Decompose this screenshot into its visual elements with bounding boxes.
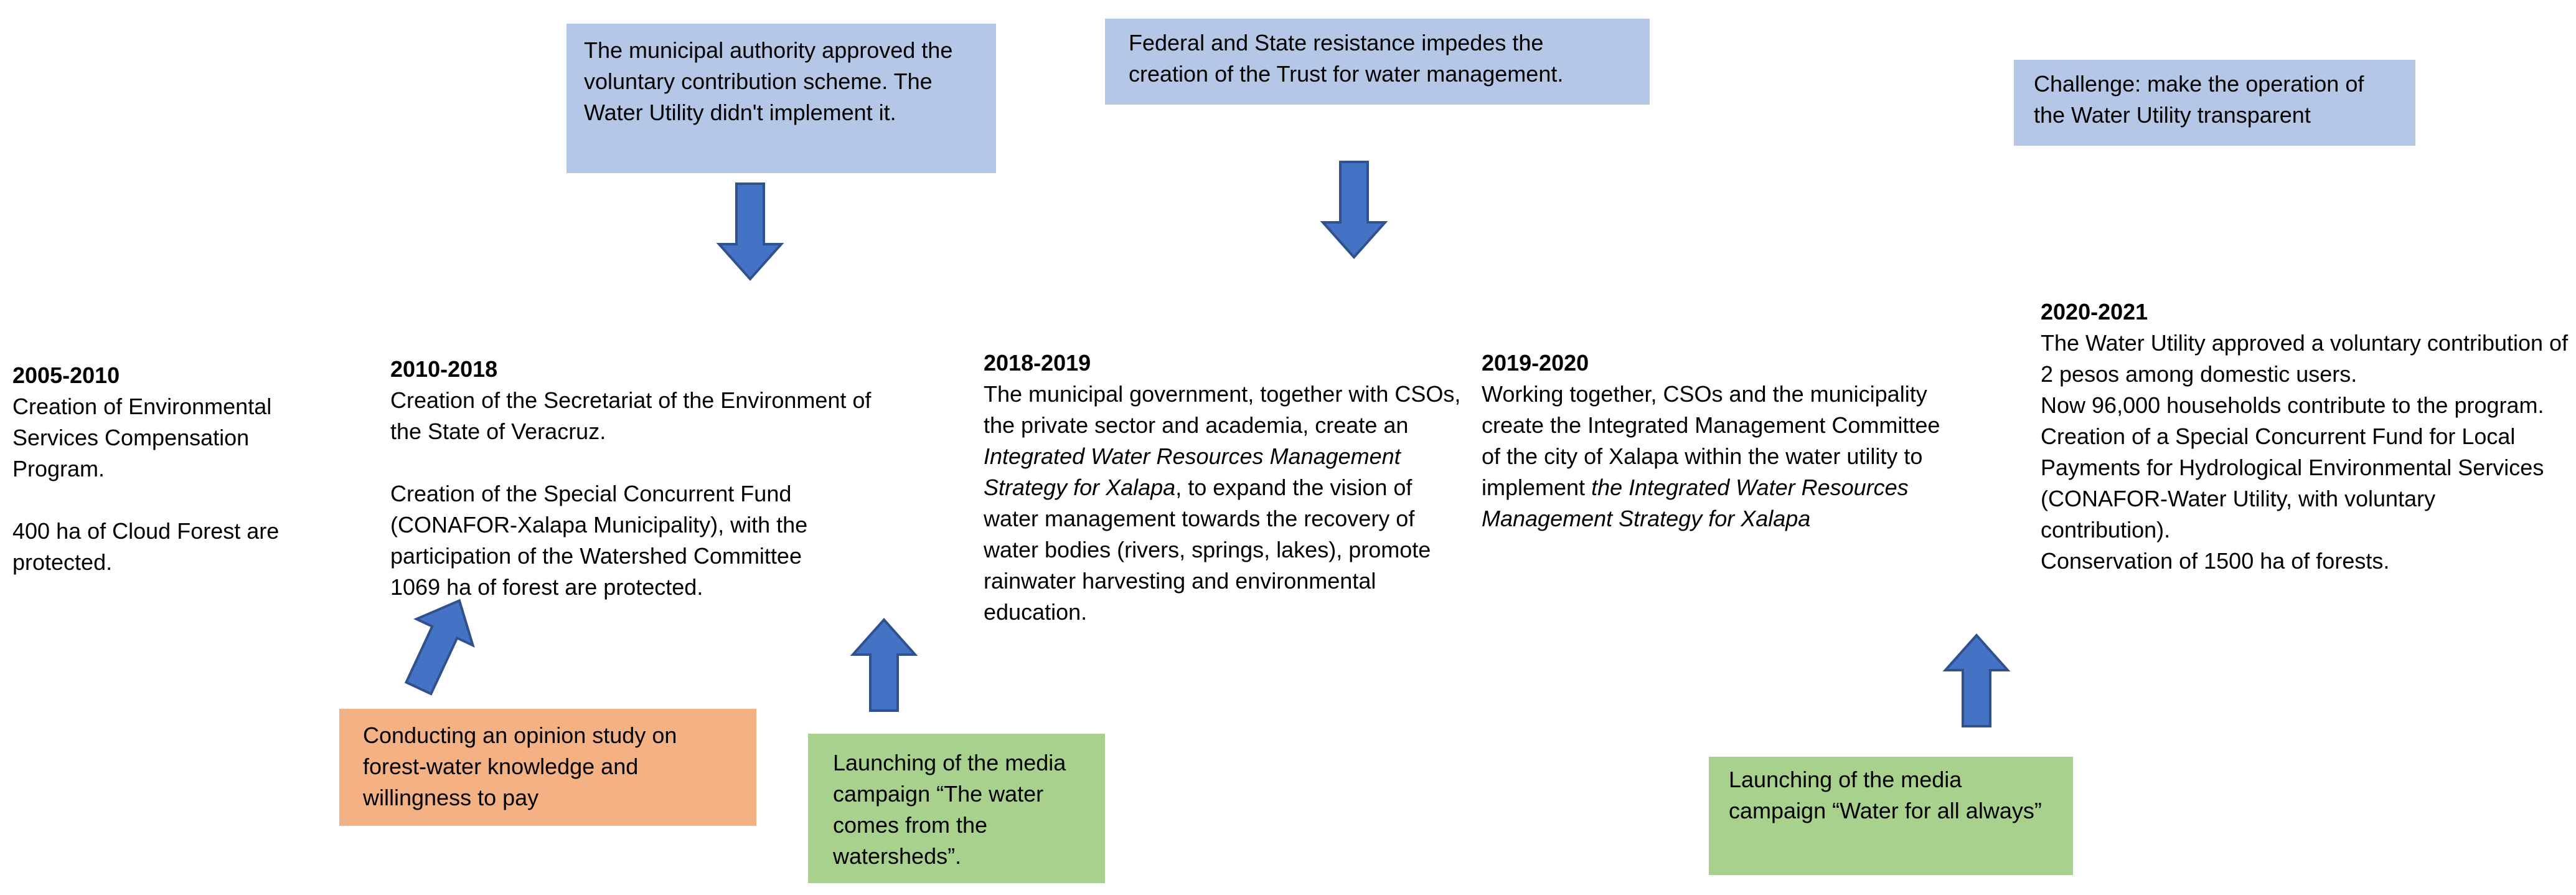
note-challenge: Challenge: make the operation of the Wat… — [2014, 60, 2415, 146]
timeline-period-2005-2010: 2005-2010 Creation of Environmental Serv… — [12, 360, 305, 578]
timeline-period-2019-2020: 2019-2020 Working together, CSOs and the… — [1482, 348, 1955, 534]
note-challenge-text: Challenge: make the operation of the Wat… — [2034, 71, 2364, 128]
up-arrow-icon — [1942, 633, 2011, 727]
timeline-period-2018-2019: 2018-2019 The municipal government, toge… — [984, 348, 1463, 628]
period-year: 2018-2019 — [984, 350, 1091, 376]
note-media-campaign-water-for-all: Launching of the media campaign “Water f… — [1709, 757, 2073, 875]
timeline-period-2020-2021: 2020-2021 The Water Utility approved a v… — [2041, 296, 2570, 577]
period-description: Creation of a Special Concurrent Fund fo… — [2041, 424, 2544, 542]
period-description: The Water Utility approved a voluntary c… — [2041, 330, 2569, 387]
period-year: 2010-2018 — [390, 356, 498, 382]
note-federal-state-resistance-text: Federal and State resistance impedes the… — [1129, 30, 1564, 87]
period-text: , to expand the vision of water manageme… — [984, 475, 1431, 625]
period-description: Creation of Environmental Services Compe… — [12, 394, 272, 481]
period-description: Working together, CSOs and the municipal… — [1482, 379, 1955, 534]
period-description: Now 96,000 households contribute to the … — [2041, 392, 2544, 418]
period-description: Creation of the Secretariat of the Envir… — [390, 387, 872, 444]
note-media-campaign-watersheds: Launching of the media campaign “The wat… — [808, 734, 1105, 883]
strategy-title: the Integrated Water Resources Managemen… — [1482, 475, 1909, 531]
period-description: The municipal government, together with … — [984, 379, 1463, 628]
note-federal-state-resistance: Federal and State resistance impedes the… — [1105, 19, 1650, 105]
period-text: The municipal government, together with … — [984, 381, 1461, 438]
note-media-campaign-water-for-all-text: Launching of the media campaign “Water f… — [1729, 767, 2042, 823]
note-opinion-study-text: Conducting an opinion study on forest-wa… — [363, 722, 677, 810]
note-opinion-study: Conducting an opinion study on forest-wa… — [339, 709, 756, 826]
note-media-campaign-watersheds-text: Launching of the media campaign “The wat… — [833, 750, 1066, 869]
period-description: 1069 ha of forest are protected. — [390, 574, 703, 600]
period-text: Working together, CSOs and the municipal… — [1482, 381, 1940, 500]
timeline-period-2010-2018: 2010-2018 Creation of the Secretariat of… — [390, 354, 888, 603]
down-arrow-icon — [1320, 161, 1388, 260]
period-year: 2020-2021 — [2041, 299, 2148, 324]
down-arrow-icon — [716, 182, 784, 282]
period-description: Conservation of 1500 ha of forests. — [2041, 548, 2390, 574]
period-description: Creation of the Special Concurrent Fund … — [390, 481, 808, 569]
strategy-title: Integrated Water Resources Management St… — [984, 443, 1401, 500]
period-year: 2005-2010 — [12, 362, 120, 388]
up-arrow-icon — [850, 617, 918, 712]
note-municipal-authority: The municipal authority approved the vol… — [566, 24, 996, 173]
diagonal-up-arrow-icon — [404, 599, 475, 696]
note-municipal-authority-text: The municipal authority approved the vol… — [584, 37, 953, 125]
period-description: 400 ha of Cloud Forest are protected. — [12, 518, 280, 575]
period-year: 2019-2020 — [1482, 350, 1589, 376]
